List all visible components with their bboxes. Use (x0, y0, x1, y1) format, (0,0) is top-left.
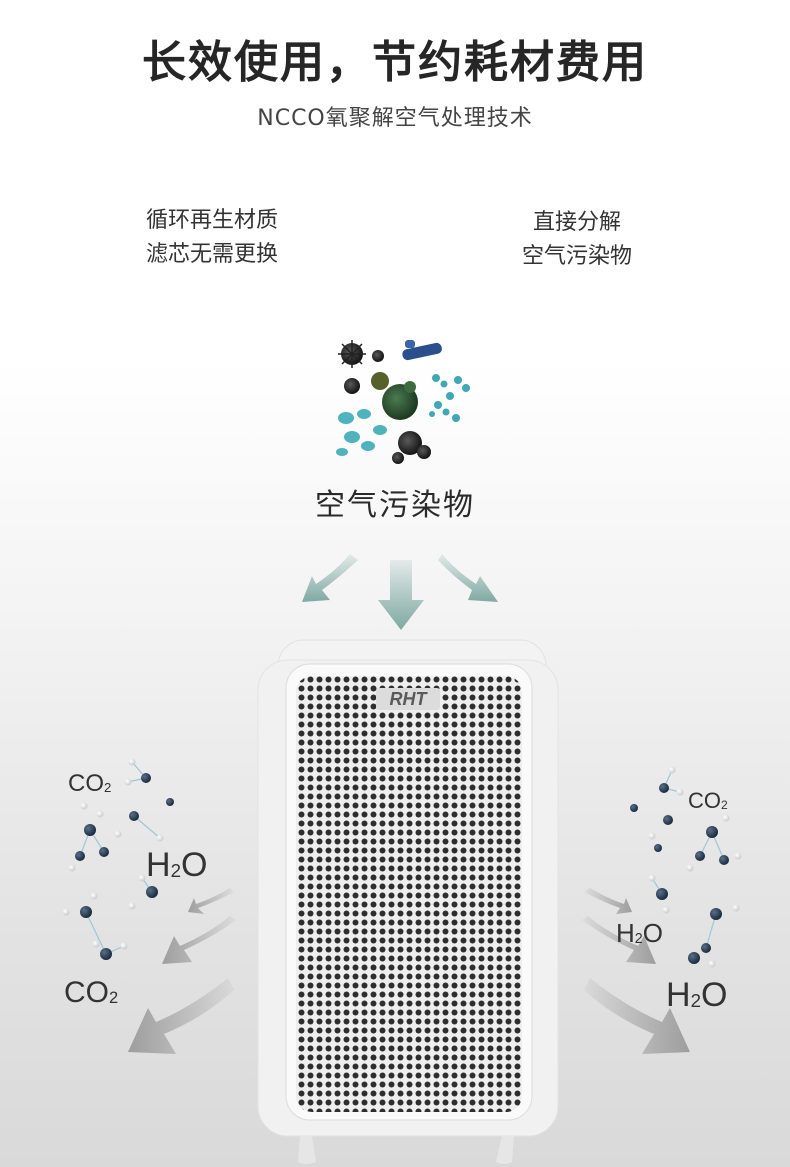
feature-right-line1: 直接分解 (533, 210, 622, 235)
left-molecules-icon (62, 758, 174, 960)
right-outflow-arrows-icon (582, 888, 690, 1054)
page-title: 长效使用，节约耗材费用 (142, 37, 648, 88)
pollutant-label: 空气污染物 (315, 488, 475, 523)
down-arrows-icon (302, 554, 498, 630)
label-h2o-left-mid: H2O (146, 846, 208, 884)
feature-left: 循环再生材质 滤芯无需更换 (146, 204, 278, 272)
page-subtitle: NCCO氧聚解空气处理技术 (257, 106, 533, 131)
feature-left-line1: 循环再生材质 (146, 208, 279, 233)
feature-right-line2: 空气污染物 (522, 244, 633, 269)
label-h2o-right-mid: H2O (616, 918, 663, 948)
right-molecules-icon (630, 766, 742, 968)
feature-left-line2: 滤芯无需更换 (146, 242, 279, 267)
feature-right: 直接分解 空气污染物 (522, 206, 632, 274)
left-outflow-arrows-icon (128, 888, 236, 1054)
pollutant-cluster-icon (336, 340, 470, 464)
label-co2-left-top: CO2 (68, 770, 112, 797)
brand-logo: RHT (376, 688, 440, 710)
label-co2-left-bottom: CO2 (64, 976, 119, 1009)
label-h2o-right-bottom: H2O (666, 976, 728, 1014)
label-co2-right-top: CO2 (688, 788, 728, 813)
air-purifier-device (257, 639, 559, 1164)
